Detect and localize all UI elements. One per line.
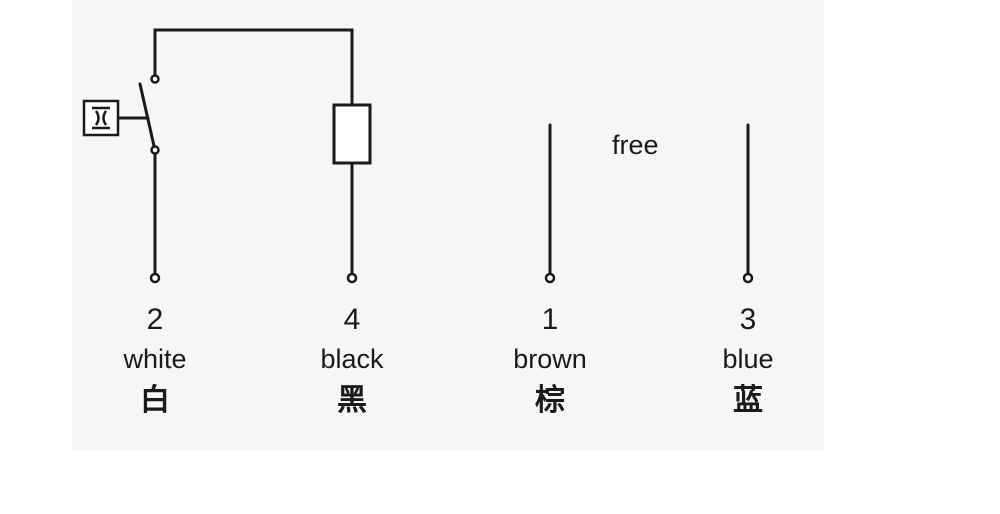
pin-4-number: 4 (343, 303, 361, 336)
free-label: free (612, 130, 659, 160)
pin-1-number: 1 (541, 303, 559, 336)
pin-4-terminal (346, 272, 358, 284)
pin-1-color: brown (513, 344, 587, 374)
proximity-switch-icon (82, 99, 120, 137)
pin-3-terminal (742, 272, 754, 284)
pin-2-terminal (149, 272, 161, 284)
pin-2-chinese: 白 (140, 384, 170, 417)
switch-contact-top (150, 74, 160, 84)
pin-1-terminal (544, 272, 556, 284)
switch-contact-bottom (150, 145, 160, 155)
pin-3-color: blue (722, 344, 774, 374)
pin-3-number: 3 (739, 303, 757, 336)
top-connecting-wire (153, 28, 354, 107)
pin-4-color: black (320, 344, 384, 374)
load-resistor-icon (332, 103, 372, 165)
pin-2-number: 2 (146, 303, 164, 336)
diagram-background (72, 0, 824, 450)
pin-3-chinese: 蓝 (733, 384, 763, 417)
pin-2-color: white (123, 344, 187, 374)
pin-4-chinese: 黑 (337, 384, 367, 417)
switch-blade (138, 82, 156, 148)
pin-1-chinese: 棕 (535, 384, 565, 417)
